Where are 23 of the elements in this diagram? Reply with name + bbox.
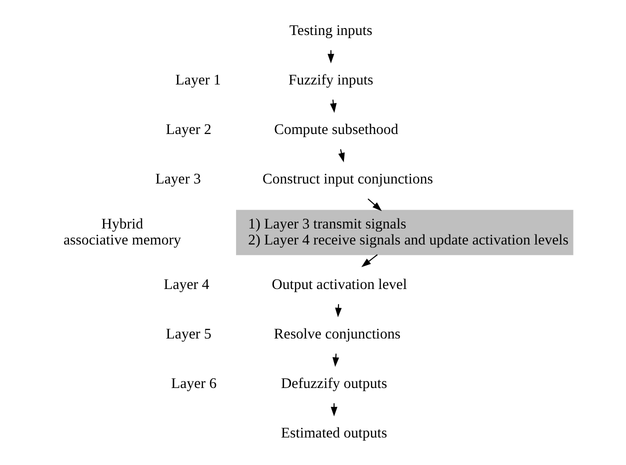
label: Layer 2 bbox=[166, 122, 212, 138]
node-text: Resolve conjunctions bbox=[274, 326, 401, 343]
node-text: Estimated outputs bbox=[281, 426, 388, 442]
arrow bbox=[330, 100, 337, 113]
arrow bbox=[330, 403, 338, 416]
label: Layer 6 bbox=[171, 376, 217, 392]
node-text: Fuzzify inputs bbox=[288, 72, 374, 89]
node-text: Compute subsethood bbox=[274, 122, 398, 138]
arrow bbox=[332, 354, 340, 367]
label: Layer 5 bbox=[166, 326, 212, 343]
node-text: Testing inputs bbox=[289, 23, 372, 40]
label: Layer 4 bbox=[164, 277, 210, 294]
node-text: Construct input conjunctions bbox=[262, 172, 433, 188]
label: Hybrid associative memory bbox=[63, 216, 182, 248]
arrow bbox=[335, 304, 342, 318]
node-box: 1) Layer 3 transmit signals 2) Layer 4 receive signals and update activation levels bbox=[236, 210, 574, 256]
node-text: Output activation level bbox=[272, 277, 407, 294]
label: Layer 3 bbox=[155, 172, 201, 188]
label: Layer 1 bbox=[175, 72, 221, 89]
arrow bbox=[361, 254, 378, 268]
node-text: Defuzzify outputs bbox=[281, 376, 388, 392]
arrow bbox=[368, 198, 382, 212]
arrow bbox=[328, 50, 334, 64]
